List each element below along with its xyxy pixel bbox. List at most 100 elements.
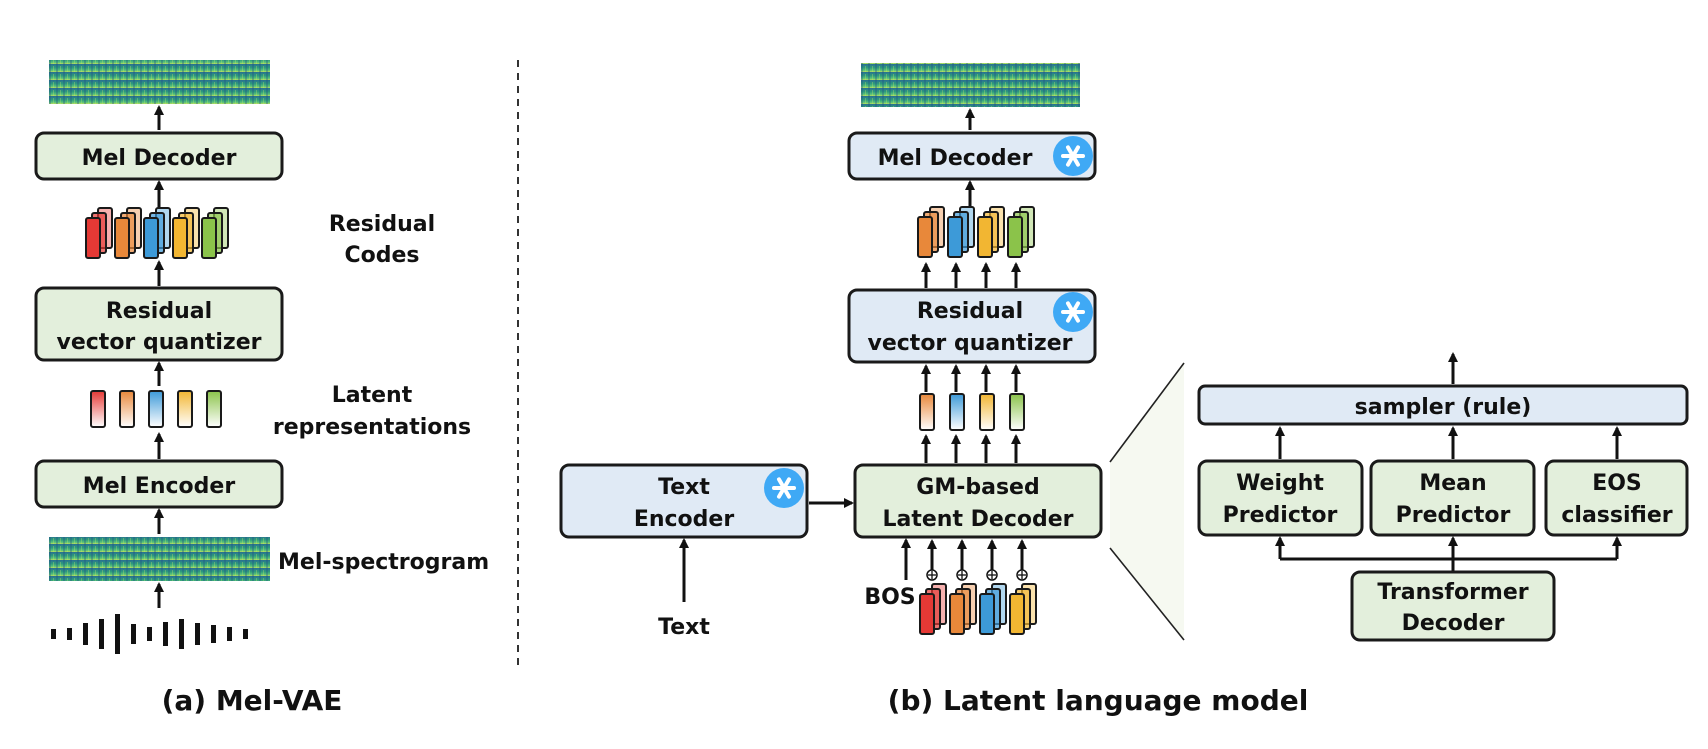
- transformer-line1: Transformer: [1377, 580, 1528, 605]
- code-tile: [947, 216, 963, 258]
- eos-classifier-line2: classifier: [1561, 503, 1672, 528]
- waveform-bar: [211, 625, 216, 643]
- transformer-line2: Decoder: [1402, 611, 1505, 636]
- mean-predictor-box: [1369, 459, 1536, 537]
- sampler-box: [1197, 384, 1689, 426]
- zoom-line: [1109, 362, 1185, 463]
- frozen-snowflake-icon: [1053, 292, 1093, 332]
- bos-label: BOS: [864, 585, 915, 610]
- rvq-label-line1: Residual: [917, 299, 1023, 324]
- latent-vector: [949, 393, 965, 431]
- code-tile: [201, 217, 217, 259]
- waveform-bar: [67, 628, 72, 640]
- latent-vectors: [90, 390, 222, 428]
- residual-codes-label-line2: Codes: [344, 243, 419, 268]
- waveform-bar: [115, 614, 120, 654]
- latent-vector: [119, 390, 135, 428]
- residual-codes-stack: [917, 206, 1035, 258]
- waveform-bar: [243, 629, 248, 639]
- mel-decoder-box: [847, 131, 1097, 181]
- code-tile: [114, 217, 130, 259]
- arrow-group: [921, 262, 1021, 288]
- zoom-wedge: [1110, 363, 1184, 640]
- latent-label-line1: Latent: [332, 383, 413, 408]
- rvq-label-line2: vector quantizer: [868, 331, 1073, 356]
- mean-predictor-line1: Mean: [1419, 471, 1486, 496]
- code-tile: [172, 217, 188, 259]
- arrow-group: [921, 364, 1021, 392]
- input-residual-codes: [919, 539, 1037, 635]
- code-tile: [85, 217, 101, 259]
- rvq-box: [34, 286, 284, 362]
- zoom-line: [1109, 547, 1185, 641]
- weight-predictor-line1: Weight: [1236, 471, 1324, 496]
- badge-spoke: [777, 477, 791, 499]
- input-spectrogram-image: [49, 537, 270, 581]
- waveform-bar: [179, 619, 184, 649]
- waveform-icon: [51, 614, 248, 654]
- waveform-bar: [83, 623, 88, 645]
- latent-vector: [1009, 393, 1025, 431]
- weight-predictor-box: [1197, 459, 1364, 537]
- badge-spoke: [1066, 301, 1080, 323]
- arrow-group: [921, 434, 1021, 463]
- code-tile: [979, 593, 995, 635]
- mean-predictor-line2: Predictor: [1396, 503, 1511, 528]
- mel-decoder-box: [34, 131, 284, 181]
- frozen-snowflake-icon: [1053, 136, 1093, 176]
- waveform-bar: [131, 624, 136, 644]
- panel-b: Mel Decoder Residual vector quantizer Te…: [559, 63, 1309, 717]
- code-tile: [143, 217, 159, 259]
- mel-decoder-label: Mel Decoder: [878, 146, 1033, 171]
- output-spectrogram-image: [49, 60, 270, 104]
- residual-codes-label-line1: Residual: [329, 212, 435, 237]
- waveform-bar: [147, 627, 152, 641]
- caption-b: (b) Latent language model: [888, 684, 1309, 717]
- latent-vectors: [919, 393, 1025, 431]
- waveform-bar: [227, 627, 232, 641]
- mel-decoder-label: Mel Decoder: [82, 146, 237, 171]
- text-encoder-label-line2: Encoder: [634, 507, 735, 532]
- residual-codes-stack: [85, 207, 229, 259]
- waveform-bar: [99, 619, 104, 649]
- zoom-panel: sampler (rule) Weight Predictor Mean Pre…: [1109, 352, 1689, 642]
- latent-label-line2: representations: [273, 415, 471, 440]
- latent-vector: [148, 390, 164, 428]
- gm-latent-decoder-box: [853, 463, 1103, 539]
- transformer-decoder-box: [1350, 570, 1556, 642]
- latent-vector: [90, 390, 106, 428]
- latent-vector: [206, 390, 222, 428]
- code-tile: [1009, 593, 1025, 635]
- sampler-label: sampler (rule): [1355, 395, 1532, 420]
- frozen-snowflake-icon: [764, 468, 804, 508]
- text-encoder-label-line1: Text: [658, 475, 710, 500]
- eos-classifier-line1: EOS: [1592, 471, 1642, 496]
- waveform-bar: [163, 622, 168, 646]
- code-tile: [917, 216, 933, 258]
- melspec-label: Mel-spectrogram: [278, 550, 489, 575]
- latent-vector: [177, 390, 193, 428]
- rvq-box: [847, 288, 1097, 364]
- weight-predictor-line2: Predictor: [1223, 503, 1338, 528]
- caption-a: (a) Mel-VAE: [162, 684, 343, 717]
- code-tile: [919, 593, 935, 635]
- gm-label-line2: Latent Decoder: [883, 507, 1074, 532]
- rvq-label-line2: vector quantizer: [57, 330, 262, 355]
- mel-encoder-box: [34, 459, 284, 509]
- output-spectrogram-image: [861, 63, 1080, 107]
- waveform-bar: [51, 629, 56, 639]
- mel-encoder-label: Mel Encoder: [83, 474, 236, 499]
- rvq-label-line1: Residual: [106, 299, 212, 324]
- latent-vector: [919, 393, 935, 431]
- latent-vector: [979, 393, 995, 431]
- badge-spoke: [1066, 145, 1080, 167]
- eos-classifier-box: [1544, 459, 1689, 537]
- code-tile: [1007, 216, 1023, 258]
- code-tile: [977, 216, 993, 258]
- gm-label-line1: GM-based: [916, 475, 1039, 500]
- code-tile: [949, 593, 965, 635]
- text-encoder-box: [559, 463, 809, 539]
- text-input-label: Text: [658, 615, 710, 640]
